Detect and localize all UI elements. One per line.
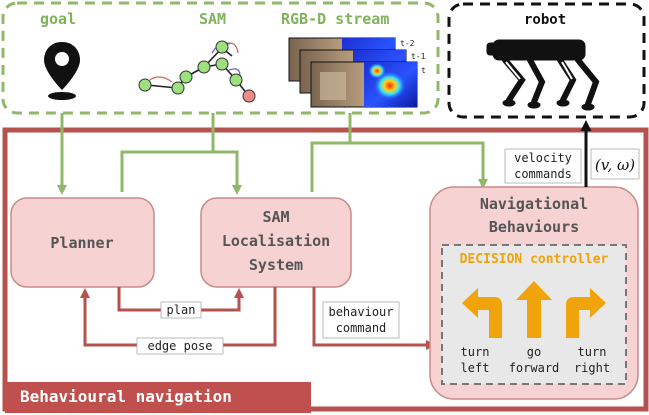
input-connectors <box>57 113 488 195</box>
arrow-turn-right-icon <box>566 288 606 338</box>
action-go-forward-line-2: forward <box>509 361 560 375</box>
arrow-turn-left-icon <box>462 288 502 338</box>
sam-localisation-line-3: System <box>249 256 303 274</box>
quadruped-robot-icon <box>486 39 600 111</box>
action-go-forward-line-1: go <box>527 345 541 359</box>
sam-graph-icon <box>146 42 249 96</box>
plan-label-bg <box>160 301 202 319</box>
action-turn-left-line-1: turn <box>461 345 490 359</box>
robot-dashed-box <box>447 2 646 119</box>
sam-localisation-line-2: Localisation <box>222 232 330 250</box>
location-pin-icon <box>44 42 80 100</box>
rgbd-frames <box>288 37 418 108</box>
arrow-up-icon <box>516 281 552 338</box>
navigational-behaviours-line-2: Behaviours <box>489 218 579 236</box>
velocity-commands-label-bg <box>504 148 582 184</box>
behaviour-command-label-bg <box>322 301 400 339</box>
frame-label-t: t <box>421 66 426 75</box>
rgbd-stream-label: RGB-D stream <box>281 10 389 28</box>
sam-graph-nodes <box>138 40 256 103</box>
navigational-behaviours-line-1: Navigational <box>480 195 588 213</box>
behavioural-navigation-frame <box>2 127 649 412</box>
robot-label: robot <box>524 12 566 28</box>
behaviour-command-line-1: behaviour <box>328 305 393 319</box>
behavioural-navigation-tab <box>5 382 311 413</box>
action-turn-right-line-1: turn <box>578 345 607 359</box>
velocity-commands-line-1: velocity <box>514 151 572 165</box>
sam-input-label: SAM <box>199 10 226 28</box>
frame-label-t-1: t-1 <box>411 52 426 61</box>
planner-box <box>10 197 155 288</box>
velocity-symbol: (v, ω) <box>595 156 635 174</box>
plan-label: plan <box>167 303 196 317</box>
edge-pose-label: edge pose <box>147 339 212 353</box>
action-turn-left-line-2: left <box>461 361 490 375</box>
behavioural-navigation-label: Behavioural navigation <box>20 387 232 406</box>
edge-pose-label-bg <box>136 337 224 355</box>
velocity-commands-line-2: commands <box>514 167 572 181</box>
frame-label-t-2: t-2 <box>400 39 415 48</box>
velocity-symbol-bg <box>590 148 640 180</box>
decision-controller-title: DECISION controller <box>460 252 609 267</box>
goal-label: goal <box>40 10 76 28</box>
sam-localisation-line-1: SAM <box>262 208 289 226</box>
inputs-dashed-box <box>1 1 440 115</box>
behaviour-command-line-2: command <box>336 321 387 335</box>
action-turn-right-line-2: right <box>574 361 610 375</box>
planner-label: Planner <box>50 234 113 252</box>
